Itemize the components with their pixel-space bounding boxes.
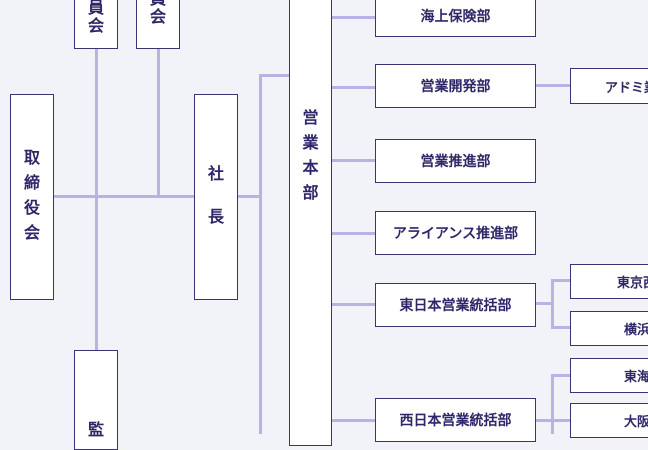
connector-sub-admin [535, 84, 570, 87]
connector-trunk [259, 74, 262, 434]
connector-dept-5 [331, 303, 375, 306]
sales-hq-char-3: 本 [302, 158, 319, 177]
dept-marine-insurance: 海上保険部 [375, 0, 536, 37]
board-char-3: 役 [23, 198, 40, 217]
connector-president-hq [237, 195, 260, 198]
president-box: 社 長 [194, 94, 238, 300]
board-of-directors-box: 取 締 役 会 [10, 94, 54, 300]
connector-dept-2 [331, 86, 375, 89]
connector-west-vertical [551, 374, 554, 434]
president-char-2: 長 [207, 207, 224, 226]
audit-char-1: 監 [87, 420, 104, 439]
dept-sales-development: 営業開発部 [375, 64, 536, 108]
dept-east-japan-sales: 東日本営業統括部 [375, 283, 536, 327]
connector-committee-1 [95, 48, 98, 351]
sales-hq-char-1: 営 [302, 108, 319, 127]
sub-unit-tokyo-west: 東京西 [570, 264, 648, 299]
committee-box-2: 員 会 [136, 0, 180, 49]
audit-box: 監 [74, 350, 118, 450]
connector-committee-2 [157, 48, 160, 198]
connector-west-out [535, 419, 553, 422]
sub-unit-yokohama: 横浜 [570, 311, 648, 346]
board-char-4: 会 [23, 223, 40, 242]
committee-1-char-2: 会 [87, 16, 104, 35]
connector-dept-4 [331, 232, 375, 235]
committee-box-1: 員 会 [74, 0, 118, 49]
connector-west-tokai [551, 374, 570, 377]
connector-trunk-hq [259, 74, 290, 77]
dept-west-japan-sales: 西日本営業統括部 [375, 398, 536, 442]
connector-east-out [535, 302, 553, 305]
president-char-1: 社 [207, 164, 224, 183]
connector-east-tokyo [551, 279, 570, 282]
sales-headquarters-box: 営 業 本 部 [289, 0, 332, 446]
connector-east-yokohama [551, 326, 570, 329]
connector-east-vertical [551, 279, 554, 329]
connector-dept-1 [331, 16, 375, 19]
dept-sales-promotion: 営業推進部 [375, 139, 536, 183]
board-char-1: 取 [23, 148, 40, 167]
sub-unit-osaka: 大阪 [570, 403, 648, 438]
connector-board-president [54, 195, 195, 198]
dept-alliance-promotion: アライアンス推進部 [375, 211, 536, 255]
sub-unit-tokai: 東海 [570, 358, 648, 393]
connector-dept-3 [331, 159, 375, 162]
board-char-2: 締 [23, 173, 40, 192]
connector-west-osaka [551, 419, 570, 422]
president-spacer [195, 186, 237, 204]
sales-hq-char-4: 部 [302, 183, 319, 202]
sub-unit-admin: アドミ業 [570, 68, 648, 104]
committee-2-char-1: 員 [137, 0, 179, 8]
committee-1-char-1: 員 [87, 0, 104, 17]
connector-dept-6 [331, 419, 375, 422]
committee-2-char-2: 会 [149, 7, 166, 26]
sales-hq-char-2: 業 [302, 133, 319, 152]
